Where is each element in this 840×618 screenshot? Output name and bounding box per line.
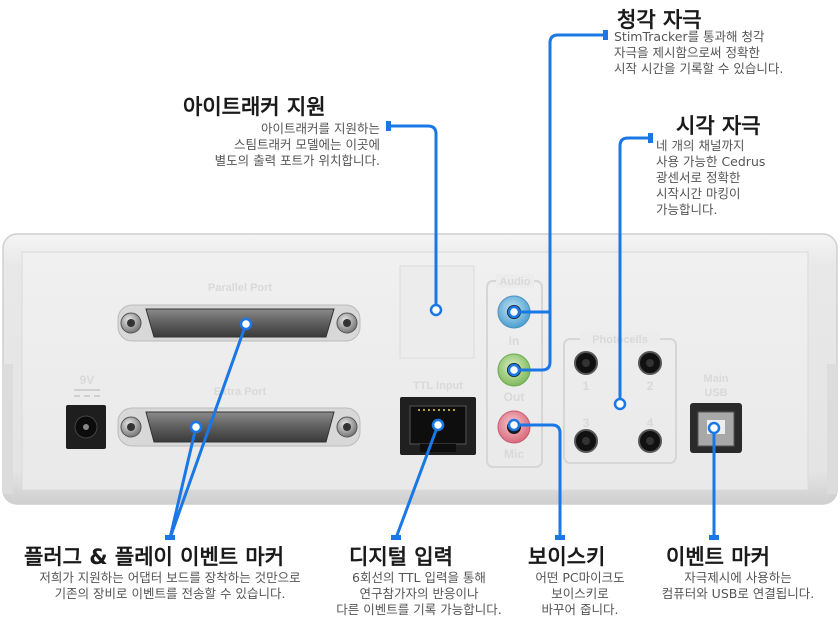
audio-title: 청각 자극 bbox=[617, 8, 702, 32]
eventmarker-title: 이벤트 마커 bbox=[666, 545, 770, 569]
eventmarker-desc: 자극제시에 사용하는 컴퓨터와 USB로 연결됩니다. bbox=[661, 570, 815, 601]
callout-line-digital bbox=[394, 423, 440, 540]
photocell-2-label: 2 bbox=[647, 379, 654, 393]
callout-line-parallel bbox=[168, 322, 248, 540]
callout-line-visual bbox=[618, 136, 652, 406]
voicekey-desc: 어떤 PC마이크도 보이스키로 바꾸어 줍니다. bbox=[535, 570, 625, 617]
extra-port-label: Extra Port bbox=[214, 386, 267, 398]
eyetracker-desc: 아이트래커를 지원하는 스팀트래커 모델에는 이곳에 별도의 출력 포트가 위치… bbox=[214, 121, 380, 168]
usb-label: USB bbox=[704, 387, 727, 399]
audio-label: Audio bbox=[499, 276, 530, 288]
callout-line-voicekey bbox=[512, 423, 562, 540]
photocell-4-label: 4 bbox=[647, 416, 654, 430]
callout-line-eyetracker bbox=[388, 124, 438, 312]
power-label: 9V bbox=[80, 373, 95, 387]
visual-desc: 네 개의 채널까지 사용 가능한 Cedrus 광센서로 정확한 시작시간 마킹… bbox=[656, 138, 766, 217]
main-label: Main bbox=[703, 373, 728, 385]
ttl-input-label: TTL Input bbox=[413, 380, 463, 392]
callout-line-extra bbox=[168, 425, 198, 540]
parallel-port-label: Parallel Port bbox=[208, 282, 273, 294]
audio-out-label: Out bbox=[504, 390, 525, 404]
voicekey-title: 보이스키 bbox=[528, 545, 606, 569]
photocell-1-label: 1 bbox=[583, 379, 590, 393]
audio-mic-label: Mic bbox=[504, 447, 524, 461]
callout-lines bbox=[168, 33, 716, 540]
callout-start-marks bbox=[165, 30, 719, 540]
parallel-port: Parallel Port bbox=[117, 282, 361, 342]
digital-title: 디지털 입력 bbox=[349, 545, 453, 569]
audio-in-label: In bbox=[509, 334, 520, 348]
callout-line-audio-out bbox=[512, 33, 607, 372]
callout-end-dots bbox=[189, 303, 721, 435]
audio-desc: StimTracker를 통과해 청각 자극을 제시함으로써 정확한 시작 시간… bbox=[614, 29, 784, 76]
photocell-3-label: 3 bbox=[583, 416, 590, 430]
power-jack: 9V bbox=[66, 373, 106, 449]
digital-desc: 6회선의 TTL 입력을 통해 연구참가자의 반응이나 다른 이벤트를 기록 가… bbox=[336, 570, 502, 617]
plugplay-title: 플러그 & 플레이 이벤트 마커 bbox=[24, 545, 285, 569]
visual-title: 시각 자극 bbox=[676, 114, 761, 138]
eyetracker-title: 아이트래커 지원 bbox=[183, 95, 326, 119]
plugplay-desc: 저희가 지원하는 어댑터 보드를 장착하는 것만으로 기존의 장비로 이벤트를 … bbox=[39, 570, 301, 601]
